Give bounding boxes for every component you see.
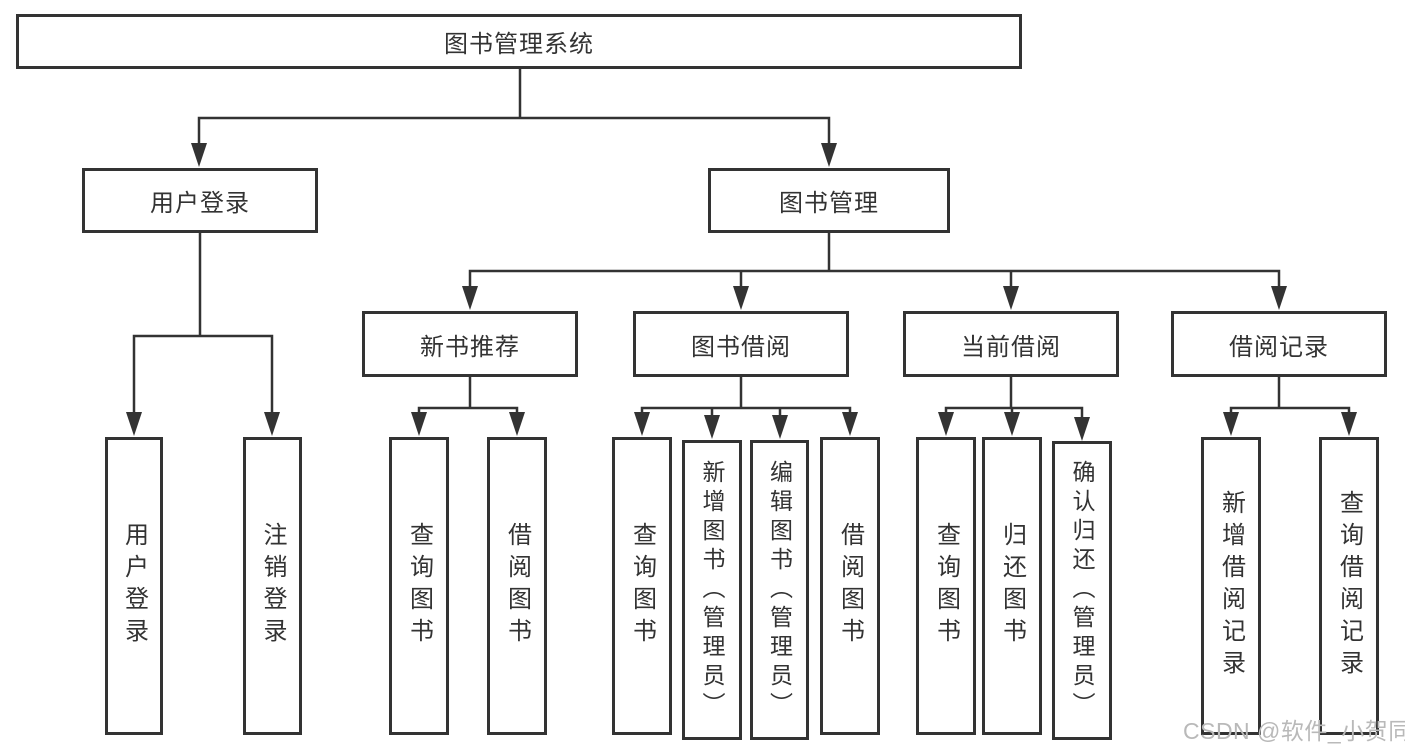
leaf-borrow-query-books: 查询图书	[612, 437, 672, 735]
watermark: CSDN @软件_小贺同学	[1183, 718, 1405, 744]
connector-lines	[132, 67, 1351, 425]
node-label: 用户登录	[150, 190, 250, 217]
leaf-query-borrow-record: 查询借阅记录	[1319, 437, 1379, 735]
leaf-borrow-borrow-books: 借阅图书	[820, 437, 880, 735]
leaf-return-books: 归还图书	[982, 437, 1042, 735]
node-label: 借阅图书	[836, 522, 864, 650]
node-label: 借阅记录	[1229, 333, 1329, 361]
leaf-user-login: 用户登录	[105, 437, 163, 735]
node-label: 新增借阅记录	[1217, 490, 1245, 682]
node-label: 新增图书（管理员）	[699, 459, 725, 721]
node-label: 归还图书	[998, 522, 1026, 650]
leaf-recommend-borrow-books: 借阅图书	[487, 437, 547, 735]
node-user-login: 用户登录	[82, 168, 318, 233]
node-label: 图书管理系统	[444, 31, 594, 58]
connector-arrowheads	[126, 143, 1357, 441]
node-label: 编辑图书（管理员）	[766, 459, 793, 721]
leaf-add-books-admin: 新增图书（管理员）	[682, 440, 742, 740]
node-label: 查询借阅记录	[1335, 490, 1363, 682]
leaf-current-query-books: 查询图书	[916, 437, 976, 735]
node-book-borrow: 图书借阅	[633, 311, 849, 377]
node-book-management: 图书管理	[708, 168, 950, 233]
node-label: 当前借阅	[961, 333, 1061, 361]
leaf-confirm-return-admin: 确认归还（管理员）	[1052, 441, 1112, 740]
node-borrow-records: 借阅记录	[1171, 311, 1387, 377]
node-current-borrow: 当前借阅	[903, 311, 1119, 377]
node-label: 借阅图书	[503, 522, 531, 650]
leaf-logout-login: 注销登录	[243, 437, 302, 735]
node-label: 图书管理	[779, 190, 879, 217]
node-label: 图书借阅	[691, 333, 791, 361]
node-label: 注销登录	[259, 522, 286, 650]
node-root: 图书管理系统	[16, 14, 1022, 69]
node-label: 用户登录	[120, 522, 148, 650]
leaf-recommend-query-books: 查询图书	[389, 437, 449, 735]
node-label: 查询图书	[628, 522, 656, 650]
leaf-add-borrow-record: 新增借阅记录	[1201, 437, 1261, 735]
node-new-book-recommend: 新书推荐	[362, 311, 578, 377]
node-label: 新书推荐	[420, 333, 520, 361]
node-label: 查询图书	[932, 522, 960, 650]
node-label: 查询图书	[405, 522, 433, 650]
node-label: 确认归还（管理员）	[1069, 460, 1095, 721]
leaf-edit-books-admin: 编辑图书（管理员）	[750, 440, 809, 740]
